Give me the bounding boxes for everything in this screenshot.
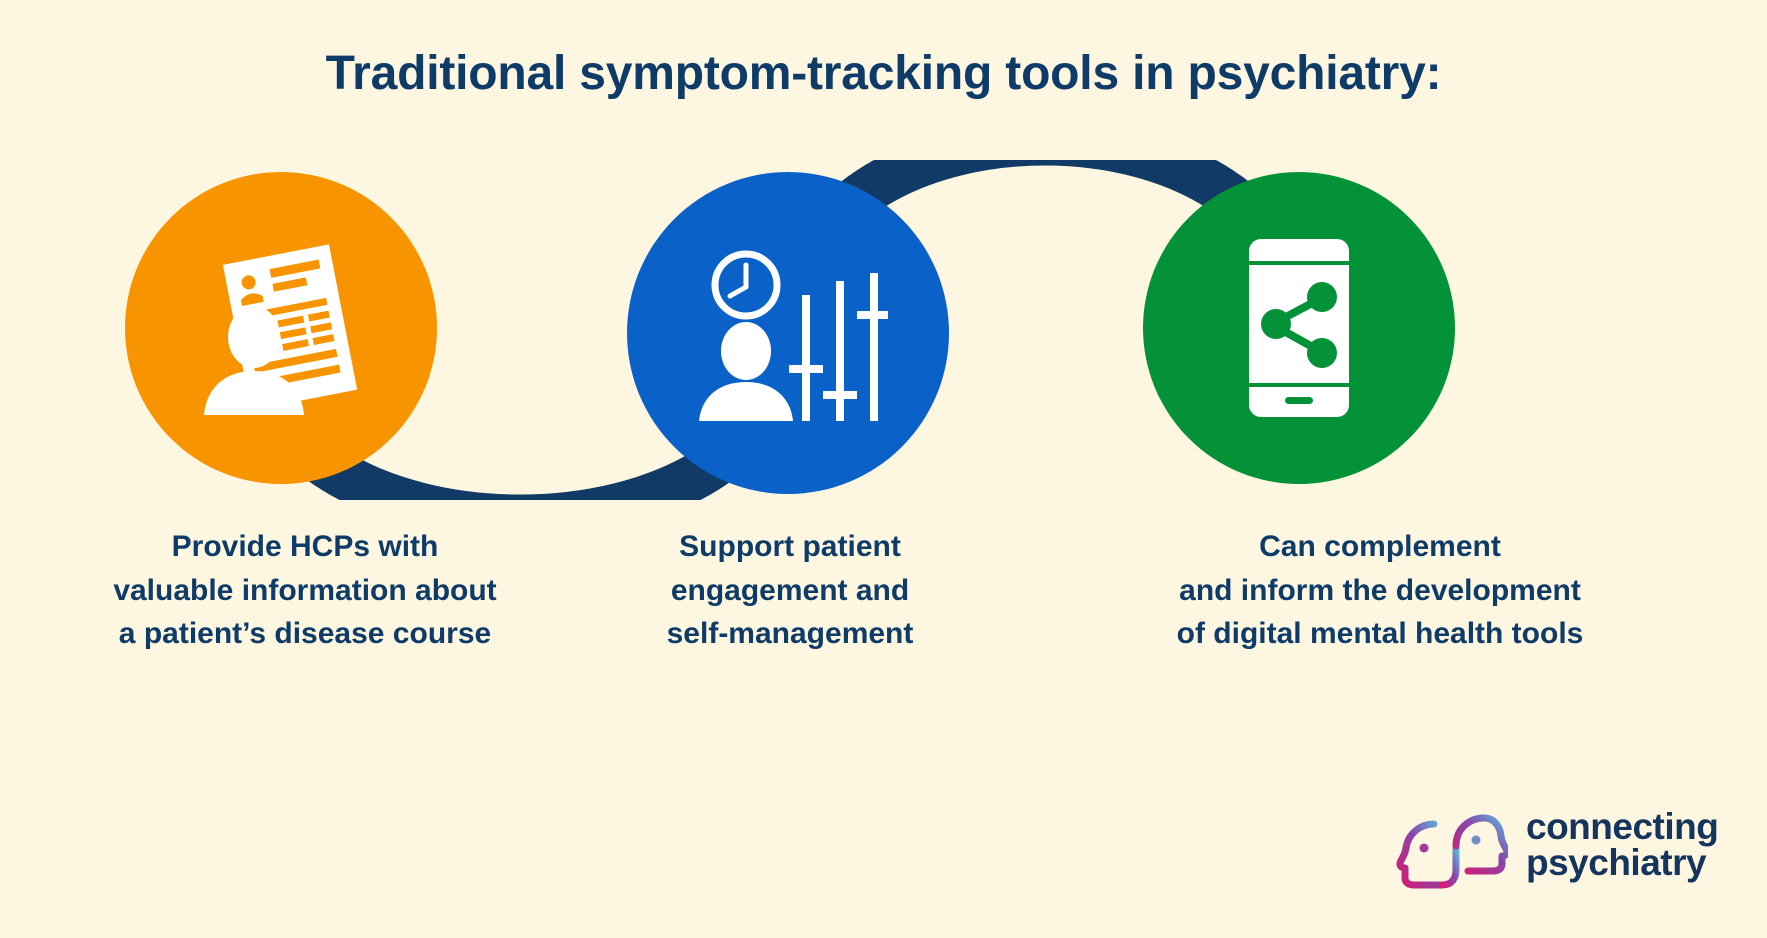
step-circle-3[interactable] bbox=[1143, 172, 1455, 484]
step-circle-2[interactable] bbox=[627, 172, 949, 494]
clock-icon bbox=[711, 250, 781, 320]
logo-line-1: connecting bbox=[1526, 805, 1719, 847]
step-caption-3: Can complement and inform the developmen… bbox=[1176, 530, 1584, 650]
step-caption-1: Provide HCPs with valuable information a… bbox=[113, 530, 497, 650]
step-caption-2: Support patient engagement and self-mana… bbox=[666, 530, 914, 650]
document-person-icon bbox=[204, 244, 358, 415]
captions-row: Provide HCPs with valuable information a… bbox=[0, 525, 1767, 695]
person-icon bbox=[699, 322, 793, 421]
step-circle-1[interactable] bbox=[125, 172, 437, 484]
smartphone-share-icon bbox=[1249, 239, 1349, 417]
steps-stage bbox=[0, 160, 1767, 500]
clock-person-sliders-icon bbox=[699, 250, 888, 421]
share-icon bbox=[1261, 282, 1337, 368]
two-heads-icon bbox=[1396, 814, 1508, 889]
logo-line-2: psychiatry bbox=[1526, 842, 1707, 883]
sliders-icon bbox=[789, 273, 888, 421]
page-title: Traditional symptom-tracking tools in ps… bbox=[325, 47, 1442, 100]
logo-wordmark: connecting psychiatry bbox=[1526, 805, 1719, 883]
brand-logo: connecting psychiatry bbox=[1390, 800, 1719, 890]
